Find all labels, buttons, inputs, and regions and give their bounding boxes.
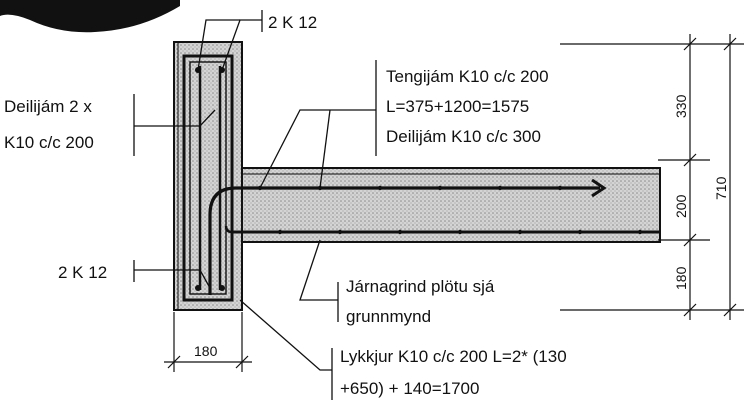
dim-total: 710: [713, 176, 729, 200]
label-hook-line2: +650) + 140=1700: [340, 379, 479, 398]
dim-wall-width: 180: [194, 343, 218, 359]
bottom-bar-dot-left: [195, 285, 201, 291]
label-mesh-line2: grunnmynd: [346, 307, 431, 326]
dimension-lines-bottom: [164, 312, 252, 372]
bottom-bar-dot-right: [219, 285, 225, 291]
dimension-lines-right: [560, 34, 744, 320]
hook-bar-end: [591, 178, 607, 198]
label-top-callout-line3: Deilijám K10 c/c 300: [386, 127, 541, 146]
label-left-stirrups-line1: Deilijám 2 x: [4, 97, 92, 116]
wall-stirrup: [182, 54, 234, 302]
wall-stirrup-inner: [189, 61, 227, 295]
label-top-rebar: 2 K 12: [268, 13, 317, 32]
dim-lower: 180: [673, 266, 689, 290]
label-top-callout-line1: Tengijám K10 c/c 200: [386, 67, 549, 86]
corner-crescent-icon: [0, 0, 180, 33]
leader-lines: [133, 10, 377, 400]
label-hook-line1: Lykkjur K10 c/c 200 L=2* (130: [340, 347, 567, 366]
label-bottom-rebar: 2 K 12: [58, 263, 107, 282]
hook-bar: [208, 186, 600, 295]
slab-bar-dots: [257, 185, 643, 235]
wall-section: [173, 41, 243, 311]
dim-upper: 330: [673, 94, 689, 118]
slab-bottom-bar-hook: [224, 225, 233, 234]
label-mesh-line1: Járnagrind plötu sjá: [346, 277, 495, 296]
slab-section: [241, 167, 661, 243]
label-left-stirrups-line2: K10 c/c 200: [4, 133, 94, 152]
dim-slab: 200: [673, 194, 689, 218]
slab-concrete: [241, 167, 661, 243]
label-top-callout-line2: L=375+1200=1575: [386, 97, 529, 116]
wall-concrete: [173, 41, 243, 311]
